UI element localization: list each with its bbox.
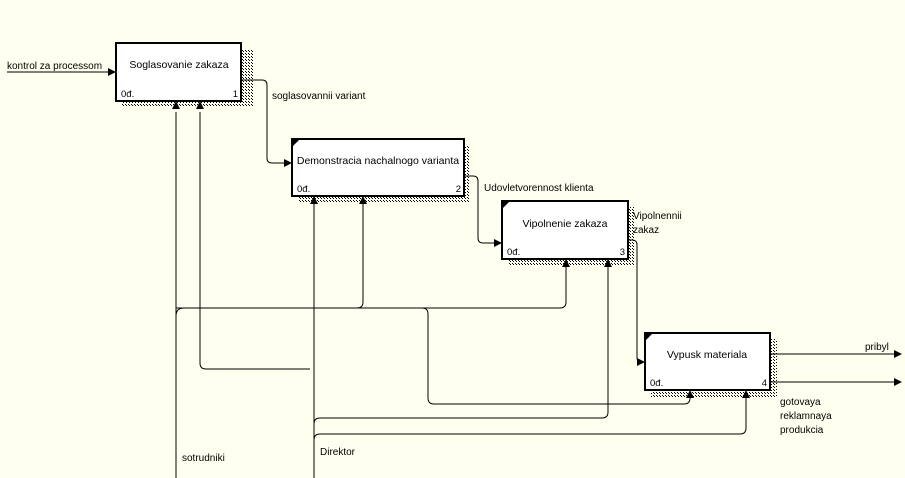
- label-kontrol: kontrol za processom: [7, 61, 102, 72]
- arrow-sotrudniki[interactable]: [175, 112, 691, 478]
- box-frame: [501, 200, 629, 260]
- box-frame: [644, 332, 771, 391]
- label-sotrudniki: sotrudniki: [182, 453, 225, 464]
- arrowhead-box3-mech-b: [604, 259, 612, 267]
- arrowhead-box3-mech-a: [562, 259, 570, 267]
- activity-number: 2: [456, 184, 461, 195]
- arrowhead-pribyl: [894, 350, 902, 358]
- label-pribyl: pribyl: [865, 342, 889, 353]
- label-direktor: Direktor: [320, 447, 356, 458]
- activity-title: Demonstracia nachalnogo varianta: [297, 155, 459, 167]
- arrowhead-box2-mech-b: [359, 196, 367, 204]
- activity-cost: 0đ.: [297, 184, 310, 195]
- arrowhead-box2-input: [284, 159, 292, 167]
- activity-title: Vipolnenie zakaza: [522, 218, 607, 230]
- activity-number: 3: [620, 247, 625, 258]
- corner-marker: [293, 140, 299, 146]
- activity-cost: 0đ.: [121, 89, 134, 100]
- arrowhead-box4-mech-a: [686, 390, 694, 398]
- arrow-direktor[interactable]: [313, 203, 747, 478]
- box-frame: [291, 138, 465, 197]
- activity-box-1[interactable]: Soglasovanie zakaza 0đ. 1: [115, 42, 253, 107]
- arrowhead-kontrol: [108, 68, 116, 76]
- corner-marker: [646, 334, 652, 340]
- activity-box-3[interactable]: Vipolnenie zakaza 0đ. 3: [501, 200, 635, 266]
- label-vipolnennii-1: Vipolnennii: [633, 211, 682, 222]
- arrow-soglasovannii[interactable]: [241, 79, 285, 164]
- arrowhead-gotovaya: [894, 378, 902, 386]
- box-frame: [115, 42, 242, 102]
- label-soglasovannii: soglasovannii variant: [272, 91, 366, 102]
- arrowhead-box4-input: [637, 358, 645, 366]
- arrowhead-box2-mech-a: [310, 196, 318, 204]
- label-gotovaya-1: gotovaya: [780, 397, 821, 408]
- arrow-udovletvorennost[interactable]: [464, 175, 495, 244]
- activity-title: Soglasovanie zakaza: [129, 59, 228, 71]
- label-gotovaya-2: reklamnaya: [780, 411, 832, 422]
- activity-title: Vypusk materiala: [667, 349, 747, 361]
- activity-cost: 0đ.: [507, 247, 520, 258]
- arrowhead-box1-mech-b: [196, 101, 204, 109]
- arrowhead-box3-input: [494, 239, 502, 247]
- label-gotovaya-3: produkcia: [780, 425, 824, 436]
- corner-marker: [503, 202, 509, 208]
- arrowhead-box4-mech-b: [742, 390, 750, 398]
- activity-box-4[interactable]: Vypusk materiala 0đ. 4: [644, 332, 777, 397]
- activity-number: 4: [762, 378, 767, 389]
- activity-number: 1: [233, 89, 238, 100]
- activity-box-2[interactable]: Demonstracia nachalnogo varianta 0đ. 2: [291, 138, 470, 203]
- activity-cost: 0đ.: [650, 378, 663, 389]
- label-udovletvorennost: Udovletvorennost klienta: [484, 183, 594, 194]
- label-vipolnennii-2: zakaz: [633, 225, 659, 236]
- arrowhead-box1-mech-a: [172, 101, 180, 109]
